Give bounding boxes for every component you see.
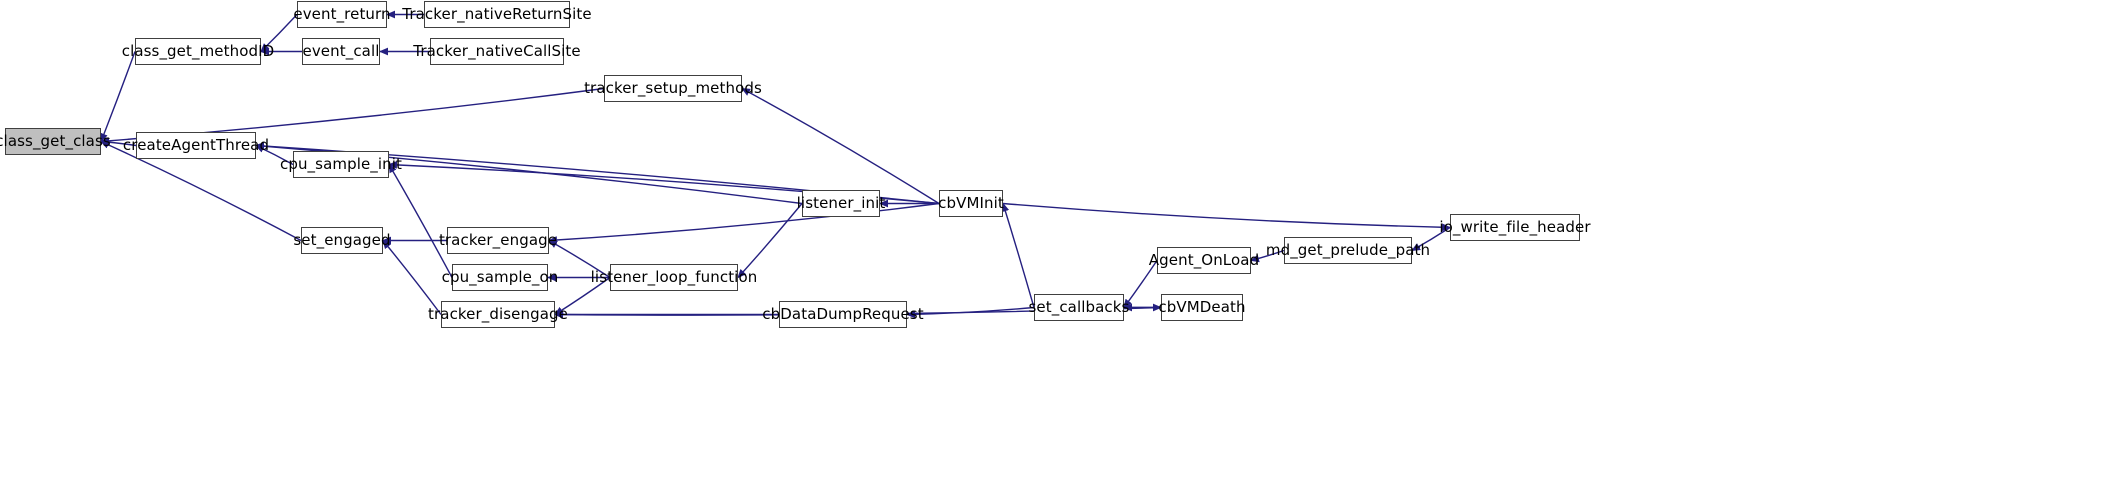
graph-node-label: cbVMDeath: [1158, 298, 1246, 316]
graph-node-set_callbacks[interactable]: set_callbacks: [1029, 294, 1129, 321]
graph-node-Agent_OnLoad[interactable]: Agent_OnLoad: [1149, 247, 1259, 274]
graph-node-cpu_sample_init[interactable]: cpu_sample_init: [280, 151, 402, 178]
graph-node-label: cpu_sample_init: [279, 155, 403, 173]
edge-cbVMInit-to-tracker_setup_methods: [741, 87, 940, 205]
graph-node-label: tracker_setup_methods: [584, 79, 762, 97]
edge-cpu_sample_on-to-cpu_sample_init: [388, 163, 453, 278]
graph-node-class_get_methodID[interactable]: class_get_methodID: [122, 38, 274, 65]
graph-node-label: createAgentThread: [122, 136, 270, 154]
graph-node-label: tracker_disengage: [428, 305, 568, 323]
graph-node-io_write_file_header[interactable]: io_write_file_header: [1439, 214, 1591, 241]
edge-tracker_disengage-to-set_engaged: [382, 239, 442, 315]
graph-node-label: Tracker_nativeCallSite: [413, 42, 581, 60]
graph-node-listener_init[interactable]: listener_init: [797, 190, 885, 217]
graph-node-createAgentThread[interactable]: createAgentThread: [123, 132, 269, 159]
graph-node-cbDataDumpRequest[interactable]: cbDataDumpRequest: [762, 301, 924, 328]
graph-node-tracker_disengage[interactable]: tracker_disengage: [428, 301, 568, 328]
graph-node-event_return[interactable]: event_return: [293, 1, 391, 28]
graph-node-class_get_class[interactable]: class_get_class: [0, 128, 111, 155]
graph-node-label: event_call: [302, 42, 380, 60]
graph-node-label: io_write_file_header: [1439, 218, 1591, 236]
graph-node-label: md_get_prelude_path: [1265, 241, 1431, 259]
graph-node-Tracker_nativeCallSite[interactable]: Tracker_nativeCallSite: [413, 38, 581, 65]
edge-set_callbacks-to-cbVMInit: [1001, 202, 1035, 308]
graph-node-label: cbDataDumpRequest: [762, 305, 924, 323]
edge-class_get_methodID-to-class_get_class: [100, 51, 136, 143]
graph-node-listener_loop_function[interactable]: listener_loop_function: [591, 264, 757, 291]
graph-node-label: class_get_methodID: [121, 42, 275, 60]
graph-node-label: cbVMInit: [938, 194, 1004, 212]
graph-node-event_call[interactable]: event_call: [302, 38, 380, 65]
graph-node-label: Agent_OnLoad: [1148, 251, 1260, 269]
graph-node-set_engaged[interactable]: set_engaged: [293, 227, 391, 254]
graph-node-label: set_callbacks: [1028, 298, 1130, 316]
graph-node-label: event_return: [293, 5, 391, 23]
graph-node-label: listener_init: [796, 194, 886, 212]
graph-node-cbVMDeath[interactable]: cbVMDeath: [1158, 294, 1246, 321]
graph-node-md_get_prelude_path[interactable]: md_get_prelude_path: [1266, 237, 1430, 264]
edge-cbVMInit-to-io_write_file_header: [1002, 202, 1451, 232]
edge-listener_init-to-listener_loop_function: [737, 203, 803, 279]
graph-node-Tracker_nativeReturnSite[interactable]: Tracker_nativeReturnSite: [402, 1, 592, 28]
graph-node-label: listener_loop_function: [590, 268, 758, 286]
graph-node-label: tracker_engage: [438, 231, 558, 249]
graph-node-label: Tracker_nativeReturnSite: [402, 5, 592, 23]
graph-node-label: class_get_class: [0, 132, 111, 150]
graph-node-label: cpu_sample_on: [441, 268, 559, 286]
graph-node-cbVMInit[interactable]: cbVMInit: [938, 190, 1004, 217]
graph-node-tracker_engage[interactable]: tracker_engage: [439, 227, 557, 254]
graph-node-label: set_engaged: [293, 231, 391, 249]
graph-node-tracker_setup_methods[interactable]: tracker_setup_methods: [584, 75, 762, 102]
graph-node-cpu_sample_on[interactable]: cpu_sample_on: [442, 264, 558, 291]
